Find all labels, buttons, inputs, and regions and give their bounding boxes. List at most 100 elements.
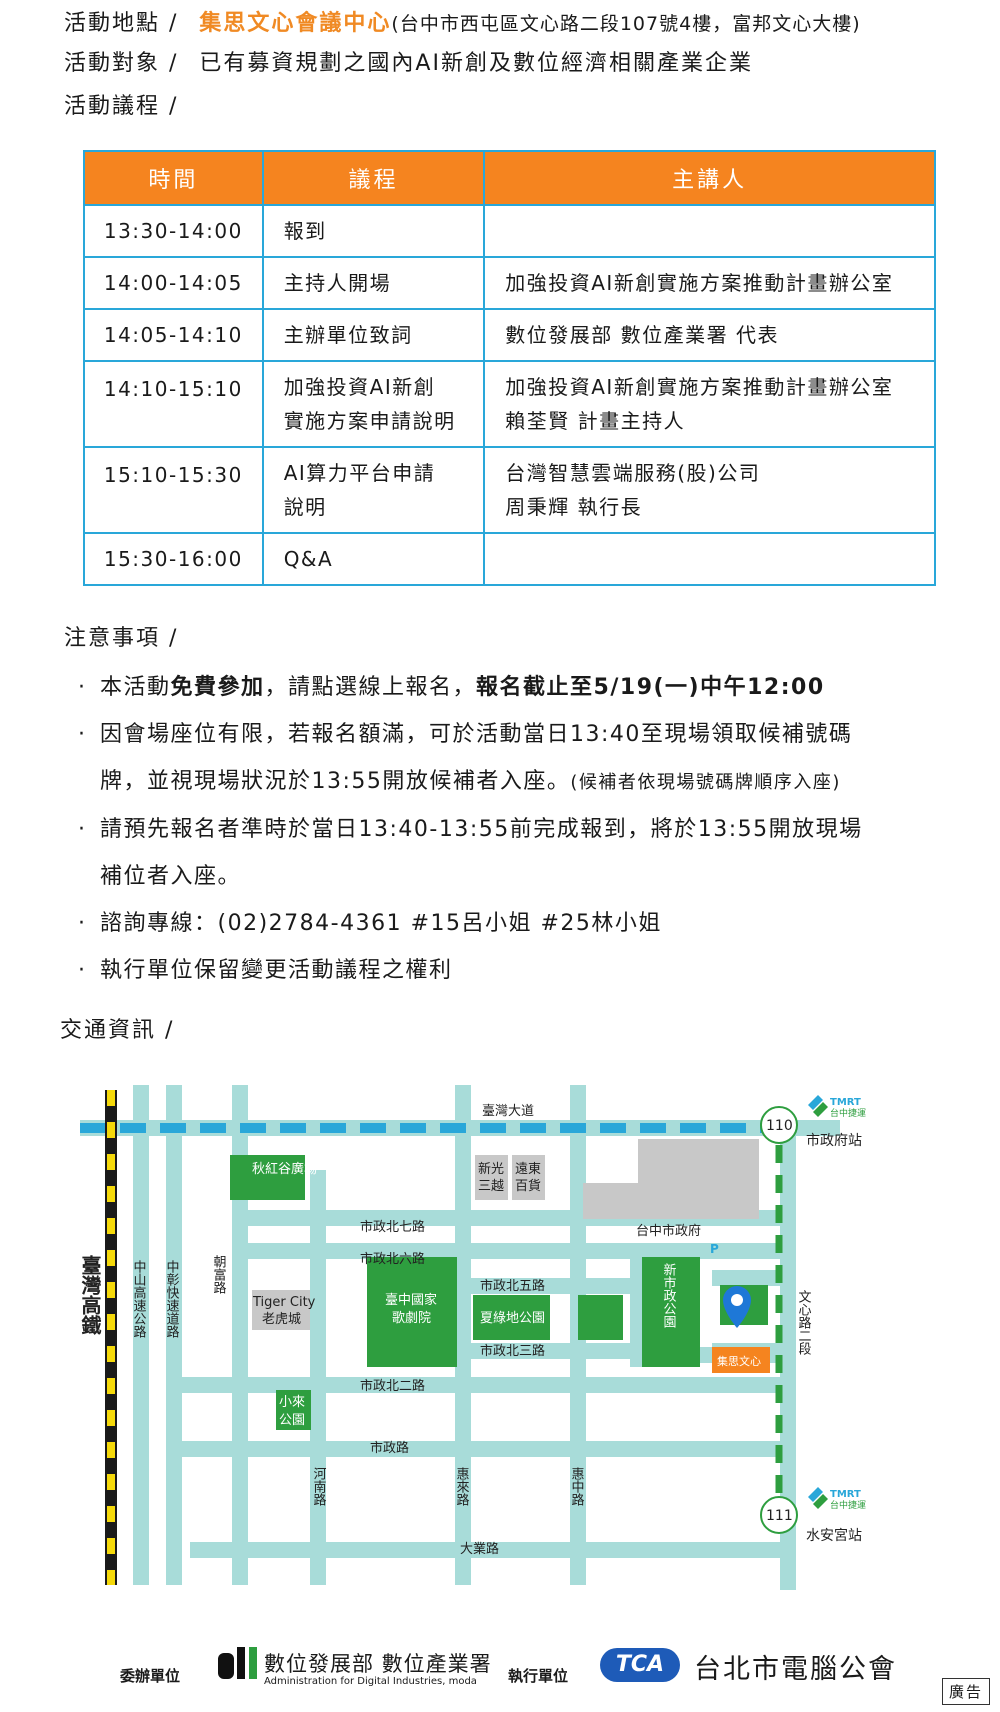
huizhong-label: 惠中路	[569, 1467, 585, 1506]
north5-label: 市政北五路	[480, 1278, 545, 1294]
executor-label: 執行單位	[508, 1667, 569, 1685]
row-speaker: 數位發展部 數位產業署 代表	[483, 308, 936, 362]
organizer-en: Administration for Digital Industries, m…	[264, 1676, 477, 1687]
ad-badge: 廣告	[941, 1678, 990, 1705]
map-svg: 臺灣大道 市政北七路 市政北六路 市政北五路 市政北三路 市政北二路 市政路 大…	[80, 1085, 866, 1590]
henan-label: 河南路	[311, 1467, 327, 1506]
row-speaker-line: 台灣智慧雲端服務(股)公司	[505, 461, 761, 485]
row-item: 加強投資AI新創實施方案申請說明	[261, 360, 486, 448]
summer-park-label: 夏綠地公園	[480, 1311, 545, 1326]
city-hall	[583, 1183, 759, 1219]
row-speaker	[483, 532, 936, 586]
qiuhonggu-label: 秋紅谷廣場	[252, 1162, 317, 1177]
note-small: (候補者依現場號碼牌順序入座)	[570, 772, 841, 793]
note-text: 請預先報名者準時於當日13:40-13:55前完成報到，將於13:55開放現場	[100, 817, 863, 842]
tigercity-label-2: 老虎城	[262, 1312, 301, 1327]
wenxin-label: 文心路二段	[796, 1290, 812, 1355]
station-110-label: 市政府站	[806, 1132, 862, 1149]
tmrt-text: TMRT	[830, 1489, 861, 1500]
feg-label-1: 遠東	[515, 1161, 541, 1177]
row-time: 15:10-15:30	[83, 446, 264, 534]
note-item: · 執行單位保留變更活動議程之權利	[64, 947, 964, 994]
city-hall-label: 台中市政府	[636, 1223, 701, 1239]
new-city-park	[642, 1257, 700, 1367]
organizer-label: 委辦單位	[120, 1667, 181, 1685]
note-item: · 本活動免費參加，請點選線上報名，報名截止至5/19(一)中午12:00	[64, 664, 964, 711]
note-text: 諮詢專線：(02)2784-4361 #15呂小姐 #25林小姐	[100, 911, 662, 936]
daye-label: 大業路	[460, 1541, 499, 1557]
table-row: 13:30-14:00 報到	[83, 204, 936, 258]
hwy2-label: 中彰快速道路	[164, 1260, 180, 1338]
note-text: ，請點選線上報名，	[264, 675, 477, 700]
note-text: 本活動	[100, 675, 171, 700]
feg-mall	[512, 1155, 545, 1200]
row-item: Q&A	[261, 532, 486, 586]
station-110: 110	[760, 1106, 798, 1144]
row-time: 14:00-14:05	[83, 256, 264, 310]
bullet: ·	[78, 722, 87, 747]
bullet: ·	[78, 675, 87, 700]
station-110-number: 110	[766, 1118, 793, 1134]
row-speaker: 加強投資AI新創實施方案推動計畫辦公室	[483, 256, 936, 310]
tigercity-label-1: Tiger City	[252, 1295, 316, 1310]
organizer-logo	[218, 1645, 262, 1689]
bullet: ·	[78, 817, 87, 842]
tiger-city	[252, 1290, 310, 1330]
row-time: 15:30-16:00	[83, 532, 264, 586]
row-time: 13:30-14:00	[83, 204, 264, 258]
note-text: 補位者入座。	[100, 864, 242, 889]
station-111-label: 水安宮站	[806, 1528, 862, 1544]
header-time: 時間	[83, 150, 264, 206]
city-hall-annex	[638, 1139, 759, 1183]
audience-value: 已有募資規劃之國內AI新創及數位經濟相關產業企業	[199, 51, 753, 76]
venue-address: (台中市西屯區文心路二段107號4樓，富邦文心大樓)	[391, 13, 861, 35]
hwy1-label: 中山高速公路	[131, 1260, 147, 1338]
venue-row: 活動地點 / 集思文心會議中心(台中市西屯區文心路二段107號4樓，富邦文心大樓…	[64, 5, 861, 37]
huilai-label: 惠來路	[454, 1467, 470, 1506]
bullet: ·	[78, 958, 87, 983]
agenda-header-row: 時間 議程 主講人	[83, 150, 936, 206]
shinkong-mall	[475, 1155, 508, 1200]
north2-label: 市政北二路	[360, 1378, 425, 1394]
shizheng-label: 市政路	[370, 1440, 409, 1456]
north6-label: 市政北六路	[360, 1251, 425, 1267]
venue-block	[712, 1347, 770, 1373]
tmrt-logo-icon: TMRT 台中捷運	[808, 1095, 866, 1119]
row-speaker: 台灣智慧雲端服務(股)公司周秉輝 執行長	[483, 446, 936, 534]
bullet: ·	[78, 911, 87, 936]
tmrt-text: TMRT	[830, 1097, 861, 1108]
audience-label: 活動對象 /	[64, 51, 179, 76]
note-bold: 報名截止至5/19(一)中午12:00	[476, 675, 825, 700]
notes-title: 注意事項 /	[64, 626, 179, 651]
note-item: · 因會場座位有限，若報名額滿，可於活動當日13:40至現場領取候補號碼 牌，並…	[64, 711, 964, 806]
table-row: 15:30-16:00 Q&A	[83, 532, 936, 586]
agenda-table: 時間 議程 主講人 13:30-14:00 報到 14:00-14:05 主持人…	[83, 150, 936, 586]
taiwan-blvd-label: 臺灣大道	[482, 1104, 534, 1119]
tmrt-text-zh: 台中捷運	[830, 1107, 866, 1119]
opera-label-1: 臺中國家	[385, 1292, 437, 1308]
header-speaker: 主講人	[483, 150, 936, 206]
row-item-line: AI算力平台申請	[283, 461, 436, 485]
xiaolai-park	[276, 1390, 311, 1430]
summer-park	[473, 1295, 550, 1340]
moda-logo-icon	[218, 1647, 257, 1679]
table-row: 14:10-15:10 加強投資AI新創實施方案申請說明 加強投資AI新創實施方…	[83, 360, 936, 448]
table-row: 14:00-14:05 主持人開場 加強投資AI新創實施方案推動計畫辦公室	[83, 256, 936, 310]
tmrt-text-zh: 台中捷運	[830, 1499, 866, 1511]
row-speaker	[483, 204, 936, 258]
tmrt-logo-icon: TMRT 台中捷運	[808, 1487, 866, 1511]
table-row: 14:05-14:10 主辦單位致詞 數位發展部 數位產業署 代表	[83, 308, 936, 362]
executor-name: 台北市電腦公會	[694, 1654, 897, 1685]
venue-pin-icon	[723, 1286, 751, 1328]
qiuhonggu-park	[230, 1155, 305, 1200]
row-item-line: 說明	[283, 495, 327, 519]
north3-label: 市政北三路	[480, 1343, 545, 1359]
xiaolai-label-2: 公園	[279, 1413, 305, 1428]
feg-label-2: 百貨	[515, 1178, 541, 1194]
station-111-number: 111	[766, 1508, 793, 1524]
row-time: 14:05-14:10	[83, 308, 264, 362]
table-row: 15:10-15:30 AI算力平台申請說明 台灣智慧雲端服務(股)公司周秉輝 …	[83, 446, 936, 534]
note-item: · 諮詢專線：(02)2784-4361 #15呂小姐 #25林小姐	[64, 900, 964, 947]
row-item: 報到	[261, 204, 486, 258]
agenda-label: 活動議程 /	[64, 94, 179, 119]
